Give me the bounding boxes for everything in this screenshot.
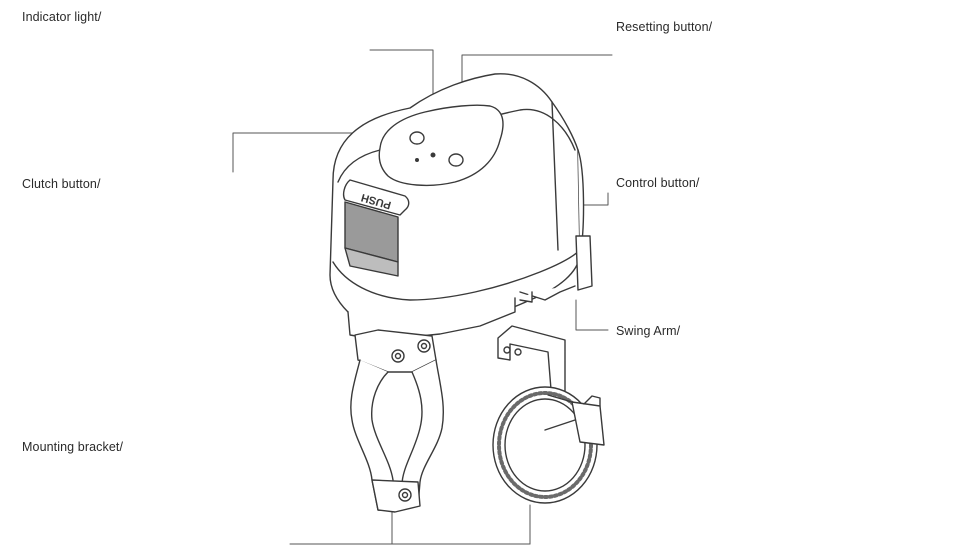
hose-clamp-screw-housing: [571, 401, 605, 446]
hose-clamp-ring-inner: [504, 398, 586, 492]
label-clutch-button: Clutch button/: [22, 177, 101, 191]
hose-clamp-hole-2: [514, 348, 522, 356]
indicator-light-dot: [430, 152, 436, 158]
label-indicator-light: Indicator light/: [22, 10, 102, 24]
indicator-light-dot-2: [415, 157, 420, 162]
hose-clamp-screw: [583, 395, 601, 407]
hose-clamp-bracket-plate: [497, 325, 566, 403]
label-swing-arm: Swing Arm/: [616, 324, 681, 338]
label-mounting-bracket: Mounting bracket/: [22, 440, 124, 454]
swing-arm-tab: [519, 291, 533, 303]
clamp-bolt-2-inner: [420, 342, 428, 350]
hose-clamp-ring-outer: [492, 386, 598, 504]
hose-clamp-ring-serration: [497, 391, 593, 499]
clamp-bolt-3-inner: [401, 491, 409, 499]
left-mounting-clamp: [350, 329, 445, 513]
clamp-bolt-1-inner: [394, 352, 402, 360]
leader-swing-arm: [575, 299, 609, 331]
housing-side-seam: [551, 101, 559, 251]
front-face-panel-lower: [344, 247, 399, 277]
push-button-block: [342, 179, 410, 216]
hose-clamp: [492, 325, 605, 504]
label-control-button: Control button/: [616, 176, 700, 190]
control-panel: [378, 104, 504, 187]
hose-clamp-link: [544, 394, 576, 431]
swing-arm: [575, 235, 593, 291]
actuator-body: [329, 73, 593, 341]
housing-neck: [347, 297, 516, 341]
label-resetting-button: Resetting button/: [616, 20, 713, 34]
clamp-lower-plate: [371, 479, 421, 513]
hose-clamp-hole-1: [503, 346, 511, 354]
resetting-button-circle: [448, 153, 464, 167]
clutch-button-circle: [409, 131, 425, 145]
